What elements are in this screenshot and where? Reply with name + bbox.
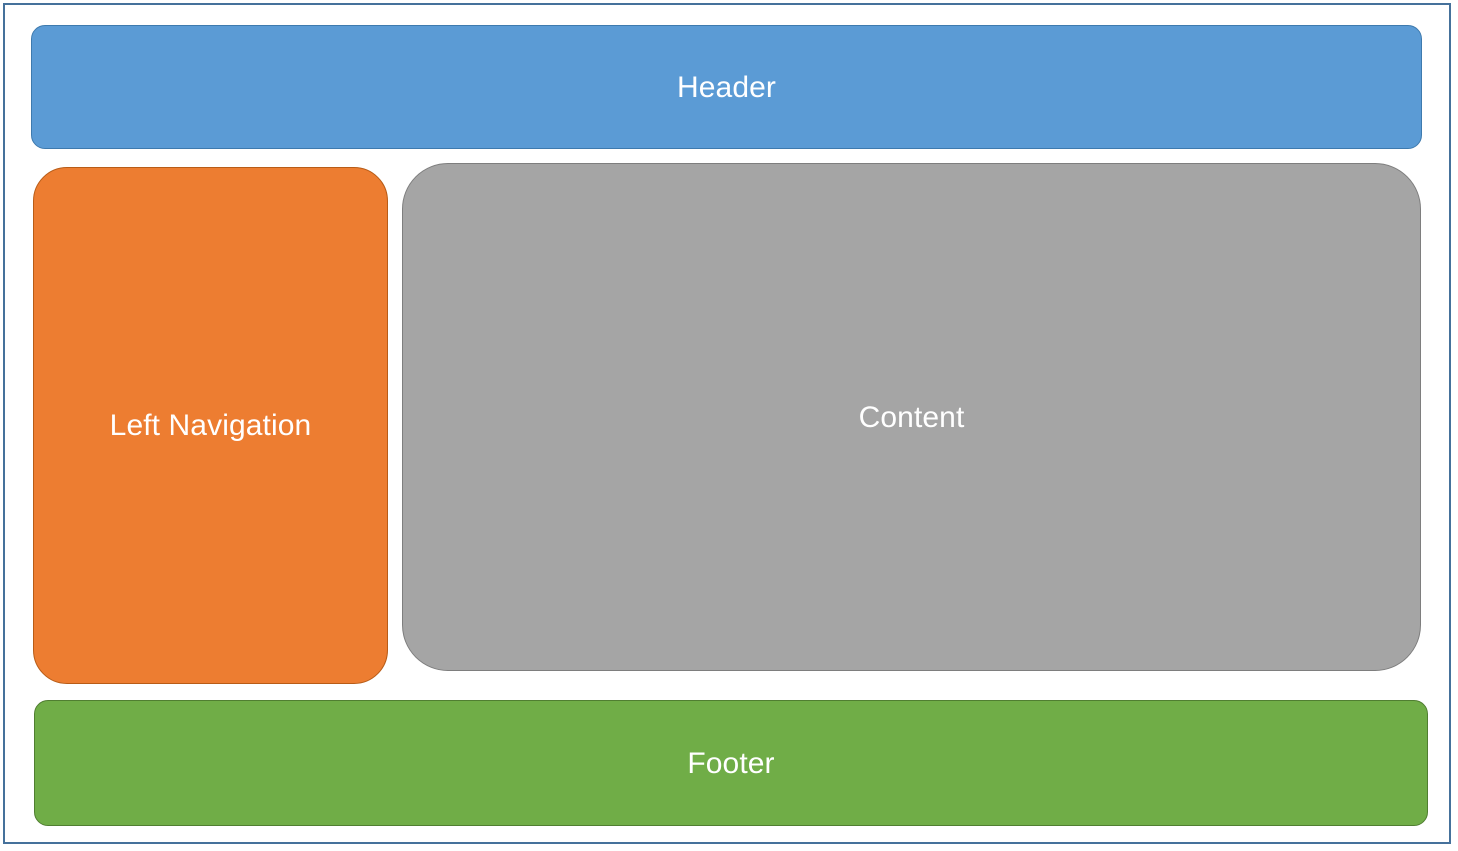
footer-block-label: Footer	[687, 746, 775, 780]
left-navigation-block[interactable]: Left Navigation	[33, 167, 388, 684]
header-block-label: Header	[677, 70, 776, 104]
left-navigation-block-label: Left Navigation	[109, 409, 312, 442]
content-block[interactable]: Content	[402, 163, 1421, 671]
footer-block[interactable]: Footer	[34, 700, 1428, 826]
header-block[interactable]: Header	[31, 25, 1422, 149]
content-block-label: Content	[858, 400, 965, 434]
